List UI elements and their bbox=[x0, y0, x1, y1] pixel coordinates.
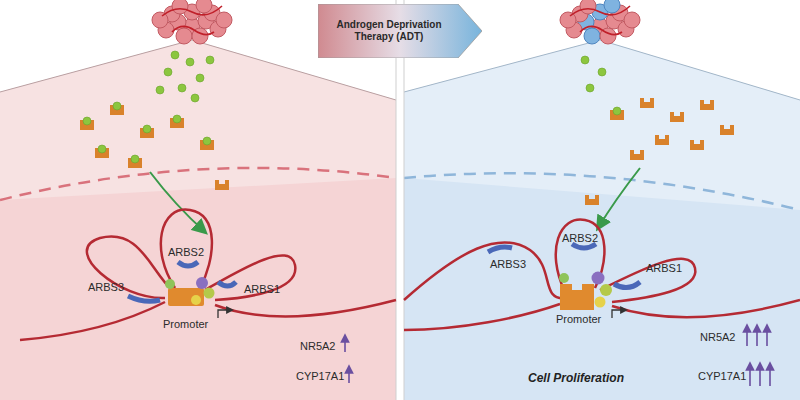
androgen bbox=[164, 68, 172, 76]
androgen bbox=[131, 155, 139, 163]
import-arrow bbox=[598, 168, 640, 228]
gene-label: CYP17A1 bbox=[296, 370, 344, 383]
androgen bbox=[206, 56, 214, 64]
gene-label: ARBS2 bbox=[562, 232, 598, 245]
arbs-sites-right bbox=[488, 244, 640, 288]
tumor-cell bbox=[216, 12, 232, 28]
protein-complex-right bbox=[559, 272, 612, 311]
panel-edge bbox=[600, 40, 800, 100]
androgen bbox=[156, 86, 164, 94]
upregulation-arrows bbox=[345, 328, 770, 386]
receptor bbox=[720, 125, 734, 135]
tumor-cell bbox=[176, 28, 192, 44]
ligand-group bbox=[80, 51, 734, 205]
androgen bbox=[83, 117, 91, 125]
nuclear-membrane bbox=[404, 173, 800, 210]
gene-label: ARBS1 bbox=[646, 262, 682, 275]
tumor-cell bbox=[604, 0, 620, 13]
tss-arrow bbox=[612, 310, 624, 318]
gene-label: Promoter bbox=[556, 313, 601, 326]
gene-label: ARBS2 bbox=[168, 246, 204, 259]
androgen bbox=[196, 74, 204, 82]
tumor-cell bbox=[172, 0, 188, 14]
androgen bbox=[203, 137, 211, 145]
nuclear-membrane bbox=[0, 168, 396, 200]
tumor-cell bbox=[560, 12, 576, 28]
tumor-cell bbox=[584, 28, 600, 44]
androgen bbox=[113, 102, 121, 110]
tss-arrow bbox=[218, 310, 230, 318]
receptor bbox=[215, 180, 229, 190]
gene-label: NR5A2 bbox=[300, 340, 335, 353]
arrow-outline bbox=[318, 4, 482, 58]
panel-background bbox=[0, 0, 396, 400]
chromatin-right bbox=[404, 220, 800, 330]
receptor bbox=[585, 195, 599, 205]
gene-label: ARBS3 bbox=[88, 281, 124, 294]
gene-label: ARBS1 bbox=[244, 283, 280, 296]
receptor bbox=[690, 140, 704, 150]
androgen bbox=[143, 125, 151, 133]
panel-edge bbox=[0, 40, 192, 92]
gene-label: NR5A2 bbox=[700, 331, 735, 344]
androgen bbox=[191, 94, 199, 102]
androgen bbox=[171, 51, 179, 59]
tumor-cell bbox=[196, 0, 212, 13]
androgen bbox=[581, 56, 589, 64]
gene-label: CYP17A1 bbox=[698, 370, 746, 383]
androgen bbox=[173, 115, 181, 123]
androgen bbox=[98, 145, 106, 153]
panel-border bbox=[404, 0, 405, 400]
outcome-label: Cell Proliferation bbox=[528, 372, 624, 385]
androgen bbox=[178, 84, 186, 92]
panel-background bbox=[404, 0, 800, 400]
chromatin-left bbox=[20, 210, 396, 340]
node-text: Androgen Deprivation Therapy (ADT) bbox=[322, 4, 456, 58]
gene-label: ARBS3 bbox=[490, 258, 526, 271]
androgen bbox=[598, 68, 606, 76]
panel-border bbox=[396, 0, 397, 400]
therapy-arrow: Androgen Deprivation Therapy (ADT) bbox=[318, 4, 482, 58]
cytoplasm bbox=[0, 40, 396, 200]
receptor bbox=[700, 100, 714, 110]
cytoplasm bbox=[404, 40, 800, 210]
tumor-cell bbox=[580, 0, 596, 14]
receptor bbox=[640, 98, 654, 108]
blood-vessel bbox=[570, 6, 630, 35]
androgen bbox=[586, 84, 594, 92]
tumor-cell bbox=[624, 12, 640, 28]
receptor bbox=[670, 112, 684, 122]
protein-complex-left bbox=[165, 277, 215, 306]
androgen bbox=[613, 107, 621, 115]
receptor bbox=[655, 135, 669, 145]
tumor-cell bbox=[152, 12, 168, 28]
blood-vessel bbox=[162, 6, 222, 35]
import-arrow bbox=[150, 172, 205, 232]
androgen bbox=[186, 58, 194, 66]
receptor bbox=[630, 150, 644, 160]
gene-label: Promoter bbox=[163, 318, 208, 331]
